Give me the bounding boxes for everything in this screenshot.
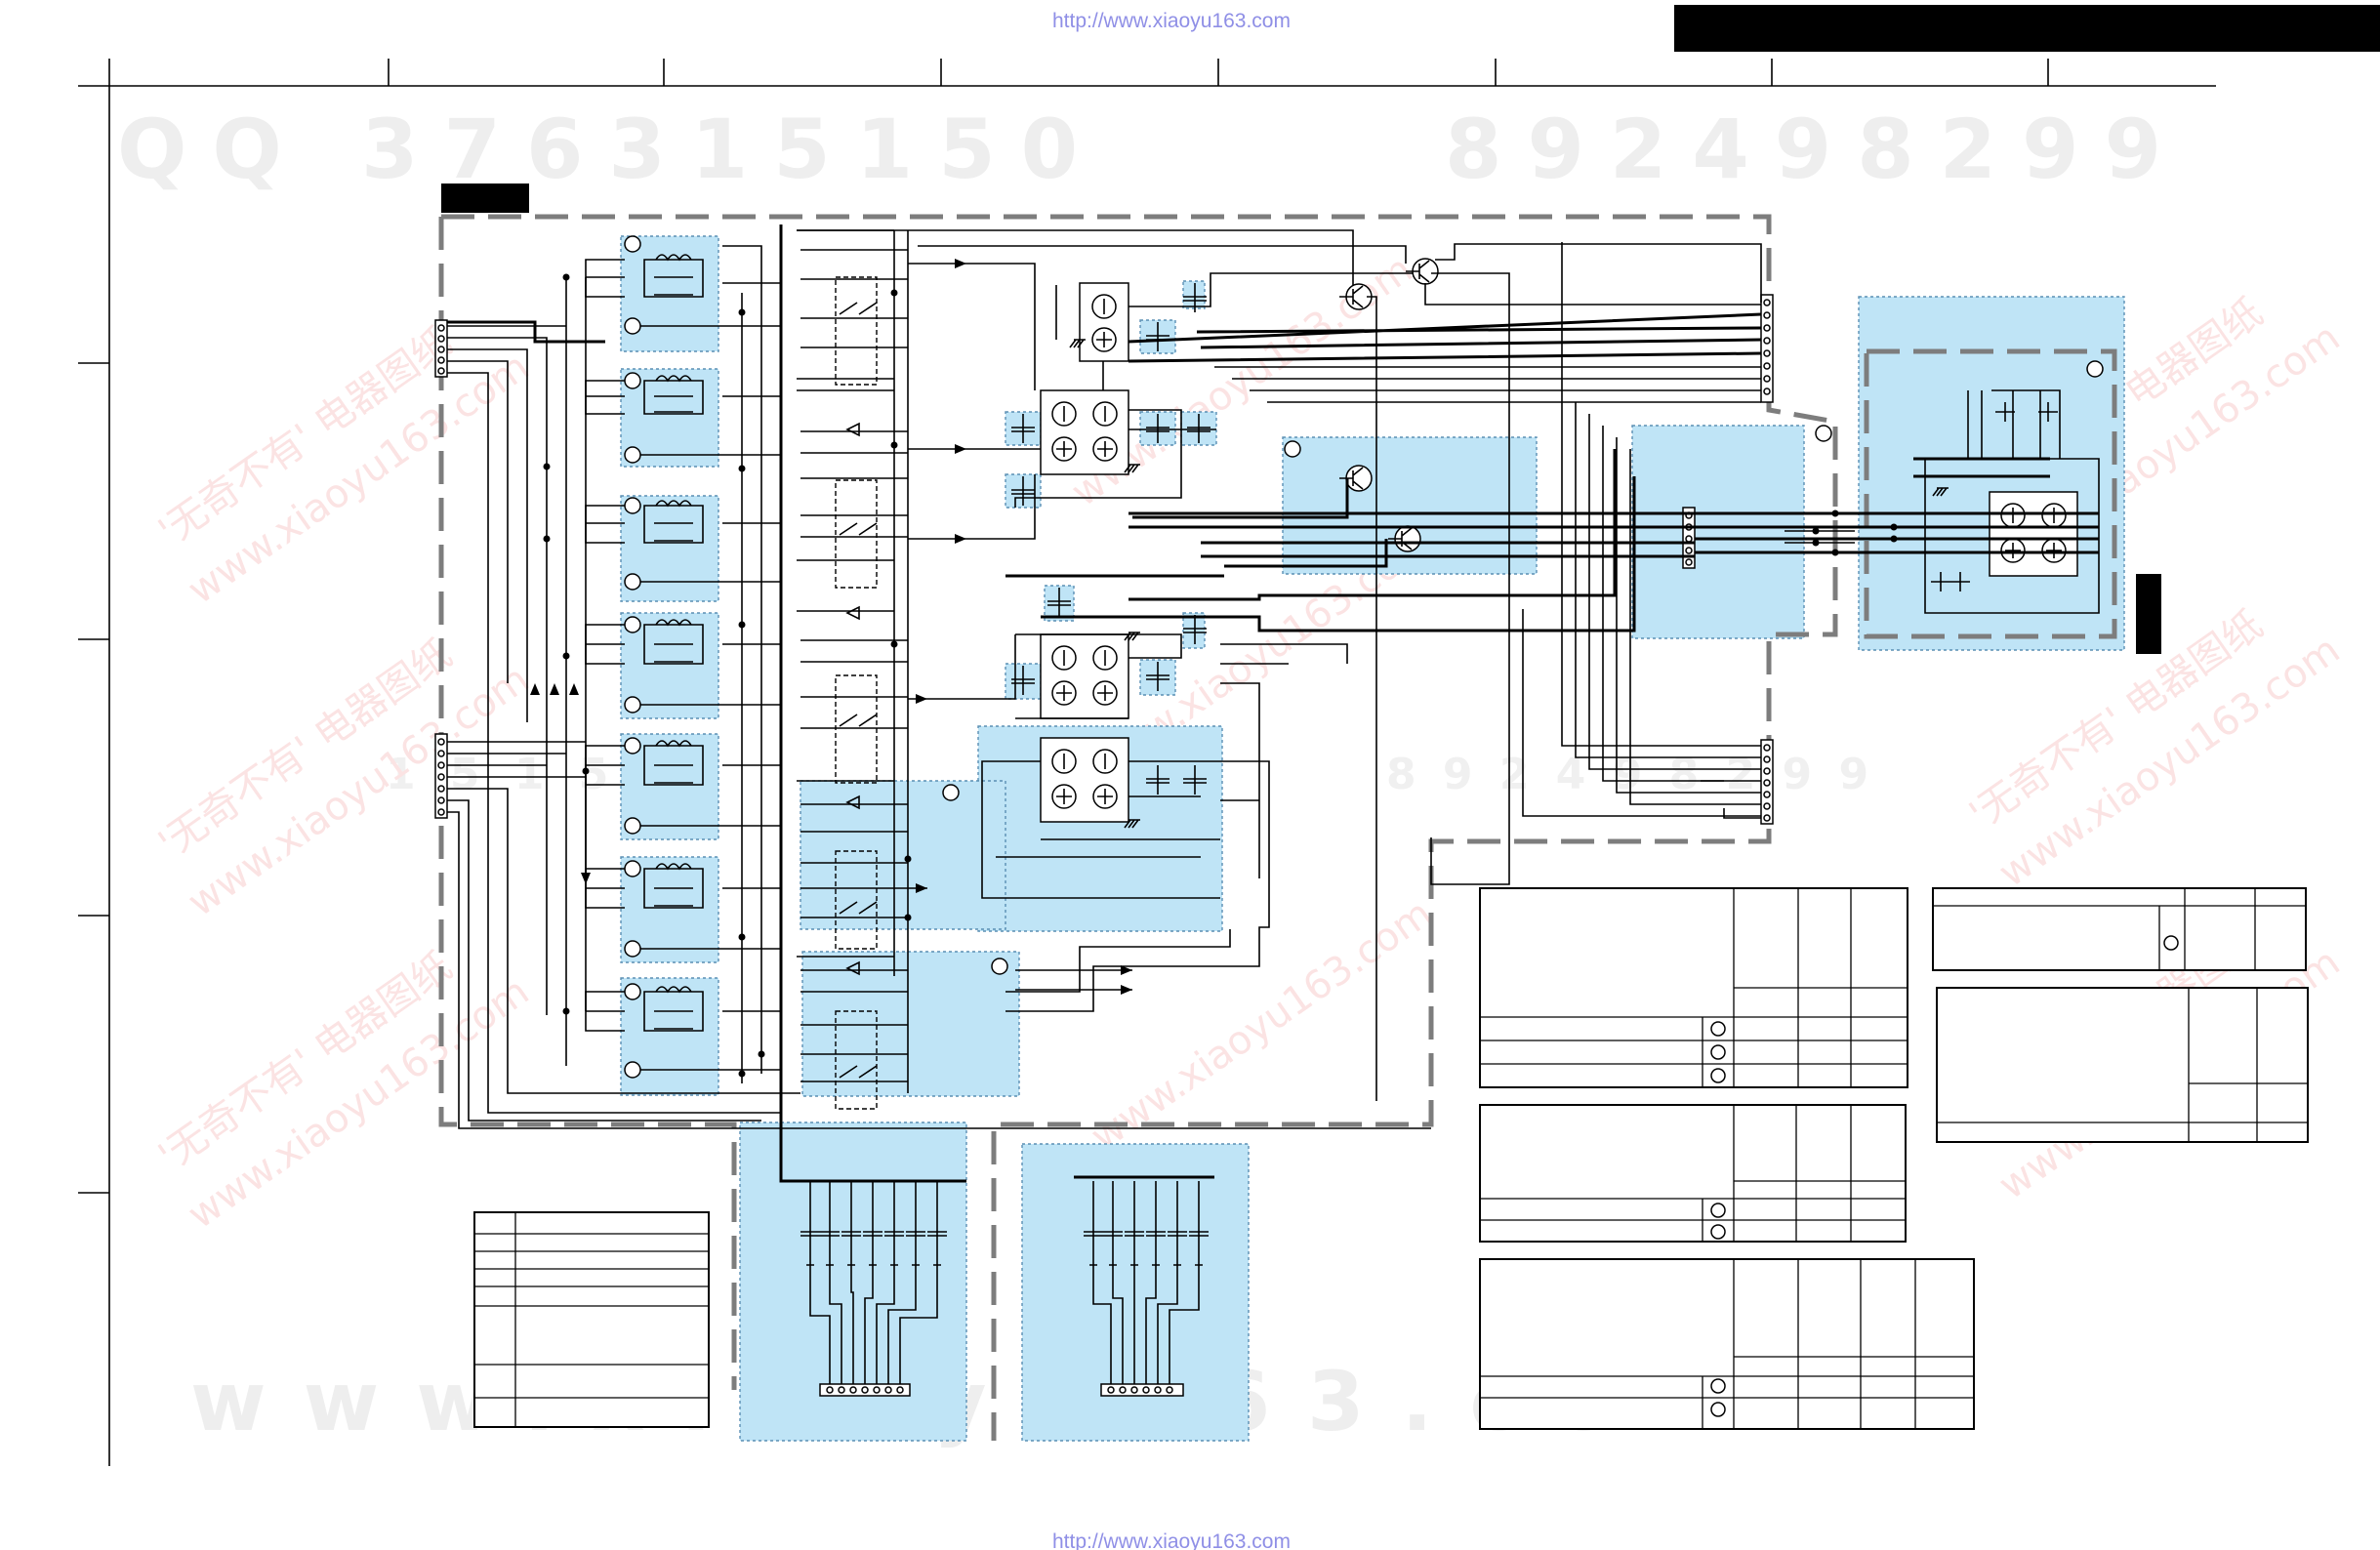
reference-circle-icon <box>2163 935 2179 951</box>
relay-icon <box>800 803 908 950</box>
diode-icon <box>845 422 860 437</box>
capacitor-icon <box>1183 765 1207 795</box>
relay-coil-column <box>565 235 722 1079</box>
table-parts-2 <box>1479 1104 1907 1243</box>
ground-icon <box>1069 339 1086 348</box>
capacitor-icon <box>1146 662 1169 691</box>
reference-circle-icon <box>1284 440 1301 458</box>
connector-right-mid <box>1760 739 1774 825</box>
bottom-board-right <box>1074 1175 1214 1384</box>
table-parts-5 <box>1936 987 2309 1143</box>
relay-icon <box>643 254 704 1032</box>
wiring-right <box>797 229 2100 1101</box>
reference-circle-icon <box>624 446 641 464</box>
reference-circle-icon <box>1710 1224 1726 1240</box>
diode-icon <box>845 795 860 810</box>
diode-icon <box>845 605 860 621</box>
reference-circle-icon <box>624 696 641 714</box>
ground-icon <box>1124 632 1140 641</box>
reference-circle-icon <box>624 983 641 1000</box>
reference-circle-icon <box>942 784 960 801</box>
reference-circle-icon <box>1710 1044 1726 1060</box>
bridge-rectifier-icon <box>1079 282 1129 362</box>
reference-circle-icon <box>624 317 641 335</box>
table-parts-4 <box>1932 887 2307 971</box>
bridge-rectifier-icon <box>1040 633 1129 719</box>
connector-left-mid <box>434 733 448 819</box>
reference-circle-icon <box>1710 1021 1726 1037</box>
relay-icon <box>800 969 908 1110</box>
reference-circle-icon <box>624 372 641 389</box>
reference-circle-icon <box>1710 1378 1726 1394</box>
bridge-rectifier-icon <box>1989 491 2078 577</box>
watermark-phone: 892498299 <box>1445 102 2187 197</box>
capacitor-icon <box>1931 402 2058 591</box>
reference-circle-icon <box>624 573 641 591</box>
capacitor-icon <box>1183 615 1207 644</box>
table-legend-left <box>473 1211 710 1428</box>
url-bottom[interactable]: http://www.xiaoyu163.com <box>1052 1530 1291 1550</box>
table-parts-1 <box>1479 887 1908 1088</box>
reference-circle-icon <box>624 1061 641 1079</box>
ground-icon <box>1124 464 1140 473</box>
reference-circle-icon <box>624 737 641 755</box>
relay-icon <box>800 249 908 386</box>
diode-icon <box>845 960 860 976</box>
reference-circle-icon <box>1710 1203 1726 1218</box>
page-frame <box>78 5 2380 1466</box>
capacitor-icon <box>1146 414 1169 443</box>
connector-right-top <box>1760 294 1774 403</box>
connector-center-right <box>1682 507 1696 569</box>
capacitor-icon <box>1183 283 1207 312</box>
reference-circle-icon <box>624 860 641 877</box>
url-top[interactable]: http://www.xiaoyu163.com <box>1052 10 1291 32</box>
ground-icon <box>1932 487 1949 497</box>
reference-circle-icon <box>624 940 641 958</box>
relay-icon <box>800 430 908 589</box>
table-parts-3 <box>1479 1258 1975 1430</box>
reference-circle-icon <box>1710 1068 1726 1083</box>
connector-bottom-right <box>1100 1383 1184 1397</box>
watermark-qq: QQ 376315150 <box>117 102 1103 197</box>
reference-circle-icon <box>1710 1402 1726 1417</box>
bottom-board-left <box>781 1179 964 1384</box>
bridge-rectifiers <box>927 263 2078 899</box>
capacitor-icon <box>1146 765 1169 795</box>
title-bar <box>1674 5 2380 52</box>
transistor-icon <box>1406 258 1439 285</box>
transistors <box>942 258 2104 975</box>
reference-circle-icon <box>991 958 1008 975</box>
capacitor-icon <box>1084 1231 1209 1237</box>
reference-circle-icon <box>624 235 641 253</box>
section-tab-black <box>2136 574 2161 654</box>
reference-circle-icon <box>1815 425 1832 442</box>
capacitor-icon <box>1011 414 1035 443</box>
bridge-rectifier-icon <box>1040 737 1129 823</box>
capacitor-icon <box>1011 476 1035 506</box>
capacitor-icon <box>800 1231 947 1237</box>
reference-circle-icon <box>624 616 641 633</box>
block-label-black <box>441 184 529 213</box>
connector-bottom-left <box>819 1383 911 1397</box>
reference-circle-icon <box>624 497 641 514</box>
connector-left-top <box>434 319 448 378</box>
bridge-rectifier-icon <box>1040 389 1129 475</box>
capacitor-icon <box>1187 414 1211 443</box>
reference-circle-icon <box>2086 360 2104 378</box>
capacitor-icon <box>1047 588 1071 617</box>
ground-icon <box>1124 819 1140 829</box>
transistor-icon <box>1339 465 1373 492</box>
relay-switch-blocks <box>800 230 1132 1110</box>
reference-circle-icon <box>624 817 641 835</box>
relay-icon <box>800 639 908 784</box>
